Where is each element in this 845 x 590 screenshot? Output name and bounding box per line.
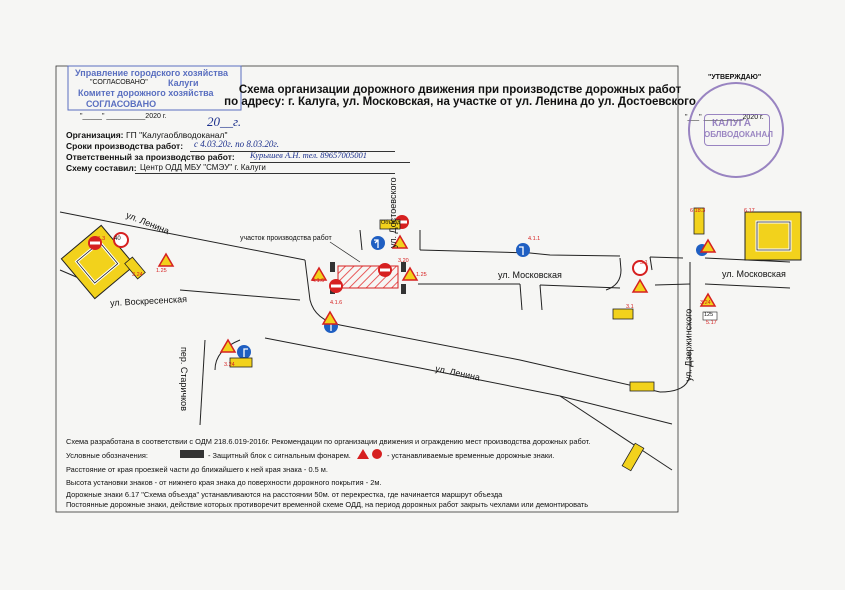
- scheme-title-line2: по адресу: г. Калуга, ул. Московская, на…: [224, 96, 696, 108]
- approval-right-round-stamp: КАЛУГА ОБЛВОДОКАНАЛ: [688, 82, 784, 178]
- detour-scheme-sign-right: [744, 211, 802, 261]
- stamp-org: ОБЛВОДОКАНАЛ: [704, 130, 773, 139]
- scheme-title-line1: Схема организации дорожного движения при…: [238, 84, 682, 96]
- sign-code-label: 3.20: [398, 258, 409, 264]
- sign-code-label: 4.1.6: [312, 278, 325, 284]
- legend-barrier-icon: [180, 450, 204, 458]
- responsible-value: Курышев А.Н. тел. 89657005001: [250, 150, 368, 160]
- work-area-label: участок производства работ: [240, 235, 332, 242]
- road-curbs: [59, 211, 791, 471]
- sign-code-label: 1.25: [416, 272, 427, 278]
- street-dzerzhinskogo: ул. Дзержинского: [683, 308, 694, 382]
- no-entry-sign-3: [378, 263, 392, 277]
- direction-sign-2: [516, 243, 530, 257]
- approval-date-line: "_____" __________2020 г.: [80, 113, 167, 120]
- detour-plates: [124, 207, 705, 472]
- period-label: Сроки производства работ:: [66, 141, 184, 151]
- author-value: Центр ОДД МБУ "СМЭУ" г. Калуги: [140, 163, 266, 172]
- sign-code-label: 3.24: [700, 300, 711, 306]
- sign-code-label: 3.1: [640, 260, 648, 266]
- author-label: Схему составил:: [66, 163, 137, 173]
- sign-code-label: 3.1: [626, 304, 634, 310]
- approval-org2: Комитет дорожного хозяйства: [78, 88, 214, 98]
- approval-right-label: "УТВЕРЖДАЮ": [708, 74, 762, 81]
- scheme-frame: [55, 65, 679, 513]
- no-vehicles-sign: [632, 260, 648, 276]
- direction-sign-4: [237, 345, 251, 359]
- warning-triangles: [157, 234, 717, 353]
- street-starichkov: пер. Старичков: [178, 347, 189, 411]
- sign-code-label: 3.24: [224, 362, 235, 368]
- note-4: Дорожные знаки 6.17 "Схема объезда" уста…: [66, 490, 503, 499]
- no-entry-sign-1: [88, 236, 102, 250]
- sign-code-label: 6.17: [744, 208, 755, 214]
- street-moskovskaya-1: ул. Московская: [498, 270, 562, 280]
- speed-limit-value: 40: [114, 236, 121, 242]
- approval-org1: Управление городского хозяйства: [75, 68, 229, 78]
- approval-city: Калуги: [168, 78, 199, 88]
- no-entry-sign-2: [329, 279, 343, 293]
- period-value: с 4.03.20г. по 8.03.20г.: [194, 139, 280, 149]
- work-area-leader: [329, 241, 361, 263]
- legend-signs-icon-2: [372, 449, 382, 459]
- street-moskovskaya-2: ул. Московская: [722, 269, 786, 279]
- legend-signs: - устанавливаемые временные дорожные зна…: [387, 451, 555, 460]
- note-5: Постоянные дорожные знаки, действие кото…: [66, 500, 589, 509]
- sign-code-label: 3.24: [132, 272, 143, 278]
- direction-sign-1: [371, 236, 385, 250]
- street-dostoevskogo: ул. Достоевского: [388, 177, 398, 248]
- sign-code-label: 4.1.3: [93, 236, 106, 242]
- note-3: Высота установки знаков - от нижнего кра…: [66, 478, 382, 487]
- mass-limit-plate: [702, 311, 718, 321]
- sign-code-label: 6.18.3: [690, 208, 706, 214]
- detour-plate-text: Объезд: [381, 220, 401, 226]
- sign-code-label: 4.1.1: [528, 236, 541, 242]
- note-2: Расстояние от края проезжей части до бли…: [66, 465, 328, 474]
- legend-barrier: - Защитный блок с сигнальным фонарем.: [208, 451, 351, 460]
- sign-code-label: 4.1.6: [330, 300, 343, 306]
- scheme-title: Схема организации дорожного движения при…: [200, 84, 720, 108]
- org-label: Организация:: [66, 130, 124, 140]
- sign-code-label: 5.17: [706, 320, 717, 326]
- mass-limit-value: 125: [704, 312, 714, 318]
- legend-signs-icon: [357, 449, 369, 459]
- legend-label: Условные обозначения:: [66, 451, 148, 460]
- responsible-label: Ответственный за производство работ:: [66, 152, 235, 162]
- approval-date-hand: 20__г.: [207, 114, 242, 129]
- org-value: ГП "Калугаоблводоканал": [126, 130, 228, 140]
- approval-agreed2: СОГЛАСОВАНО: [86, 99, 157, 109]
- stamp-city: КАЛУГА: [712, 118, 751, 129]
- note-1: Схема разработана в соответствии с ОДМ 2…: [66, 437, 591, 446]
- approval-stamp-left-frame: [67, 65, 242, 111]
- approval-agreed: "СОГЛАСОВАНО": [90, 79, 148, 86]
- sign-code-label: 1.25: [156, 268, 167, 274]
- speed-limit-sign: [113, 232, 129, 248]
